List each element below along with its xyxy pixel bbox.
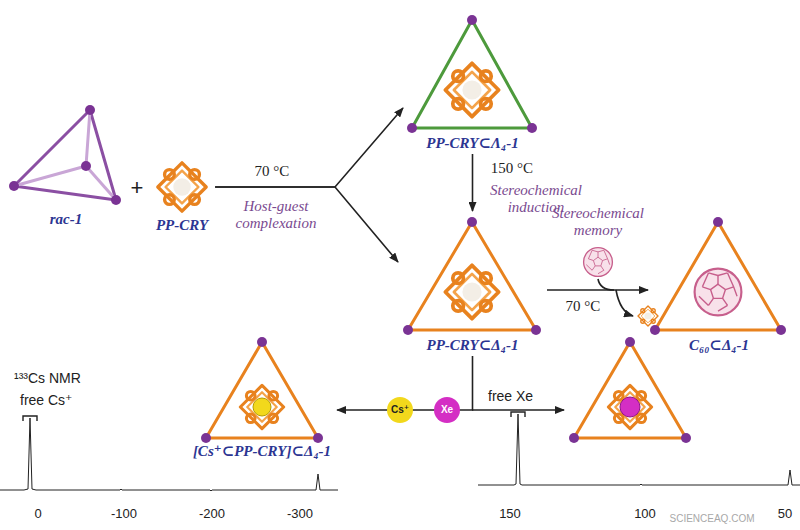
compound-node: PP-CRY — [152, 158, 212, 234]
released-cage — [616, 290, 658, 326]
label-box: ¹³³Cs NMR — [14, 370, 81, 386]
label-box: free Xe — [488, 388, 533, 404]
annotation-label: 70 °C — [566, 298, 601, 315]
label-box: Stereochemical memory — [546, 205, 650, 240]
label-box: -300 — [287, 507, 313, 522]
compound-label: PP-CRY — [156, 216, 208, 234]
annotation-label: + — [131, 175, 144, 200]
annotation-label: 150 °C — [491, 160, 533, 177]
reagent-label: Xe — [441, 405, 453, 415]
compound-label: rac-1 — [50, 210, 83, 228]
label-box: 100 — [634, 507, 656, 522]
label-box: 70 °C — [255, 163, 290, 180]
xenon-spectrum — [478, 412, 800, 485]
label-box: free Cs⁺ — [20, 392, 73, 408]
annotation-label: ¹³³Cs NMR — [14, 370, 81, 386]
axis-tick-label: 100 — [634, 507, 656, 522]
watermark: SCIENCEAQ.COM — [669, 513, 754, 525]
axis-tick-label: 150 — [499, 507, 521, 522]
label-box: SCIENCEAQ.COM — [669, 513, 754, 525]
racemic-tetrahedron — [14, 110, 116, 200]
axis-tick-label: 0 — [34, 507, 41, 522]
label-box: -100 — [111, 507, 137, 522]
cesium-complex-tetrahedron — [201, 337, 323, 443]
annotation-label: Host-guest complexation — [223, 198, 329, 233]
annotation-label: Stereochemical memory — [546, 205, 650, 240]
metal-vertex — [9, 105, 121, 205]
reagent-circle: Cs⁺ — [387, 397, 413, 423]
compound-node: [Cs⁺⊂PP-CRY]⊂Δ₄-1 — [189, 336, 335, 460]
reaction-arrow — [215, 187, 398, 262]
label-box: 150 °C — [491, 160, 533, 177]
cesium-spectrum — [0, 416, 338, 491]
reagent-circle: Xe — [434, 397, 460, 423]
reagent-label: Cs⁺ — [391, 405, 409, 415]
axis-tick-label: -200 — [199, 507, 225, 522]
label-box: 150 — [499, 507, 521, 522]
label-box: Host-guest complexation — [223, 198, 329, 233]
compound-node: PP-CRY⊂Λ₄-1 — [405, 14, 540, 152]
label-box: 0 — [34, 507, 41, 522]
annotation-label: 70 °C — [255, 163, 290, 180]
reaction-arrow — [472, 154, 474, 211]
compound-node: C₆₀⊂Δ₄-1 — [650, 212, 788, 354]
compound-label: C₆₀⊂Δ₄-1 — [689, 336, 749, 354]
axis-tick-label: -300 — [287, 507, 313, 522]
compound-node: rac-1 — [8, 104, 124, 228]
compound-label: [Cs⁺⊂PP-CRY]⊂Δ₄-1 — [193, 442, 331, 460]
axis-tick-label: 50 — [778, 507, 792, 522]
label-box: -200 — [199, 507, 225, 522]
compound-node: PP-CRY⊂Δ₄-1 — [400, 212, 545, 354]
label-box: + — [131, 175, 144, 200]
xenon-branch-arrow — [472, 409, 564, 411]
annotation-label: free Cs⁺ — [20, 392, 73, 408]
fullerene-tetrahedron — [650, 217, 786, 335]
compound-label: PP-CRY⊂Λ₄-1 — [426, 134, 519, 152]
label-box: 50 — [778, 507, 792, 522]
reaction-arrow — [215, 108, 403, 187]
delta-tetrahedron — [403, 217, 541, 335]
fullerene-guest — [584, 248, 614, 290]
label-box: 70 °C — [566, 298, 601, 315]
annotation-label: free Xe — [488, 388, 533, 404]
compound-label: PP-CRY⊂Δ₄-1 — [427, 336, 519, 354]
lambda-tetrahedron — [407, 15, 537, 133]
xenon-complex-tetrahedron — [569, 337, 691, 443]
cryptophane-cage — [158, 163, 206, 211]
reaction-arrow — [547, 289, 648, 291]
axis-tick-label: -100 — [111, 507, 137, 522]
